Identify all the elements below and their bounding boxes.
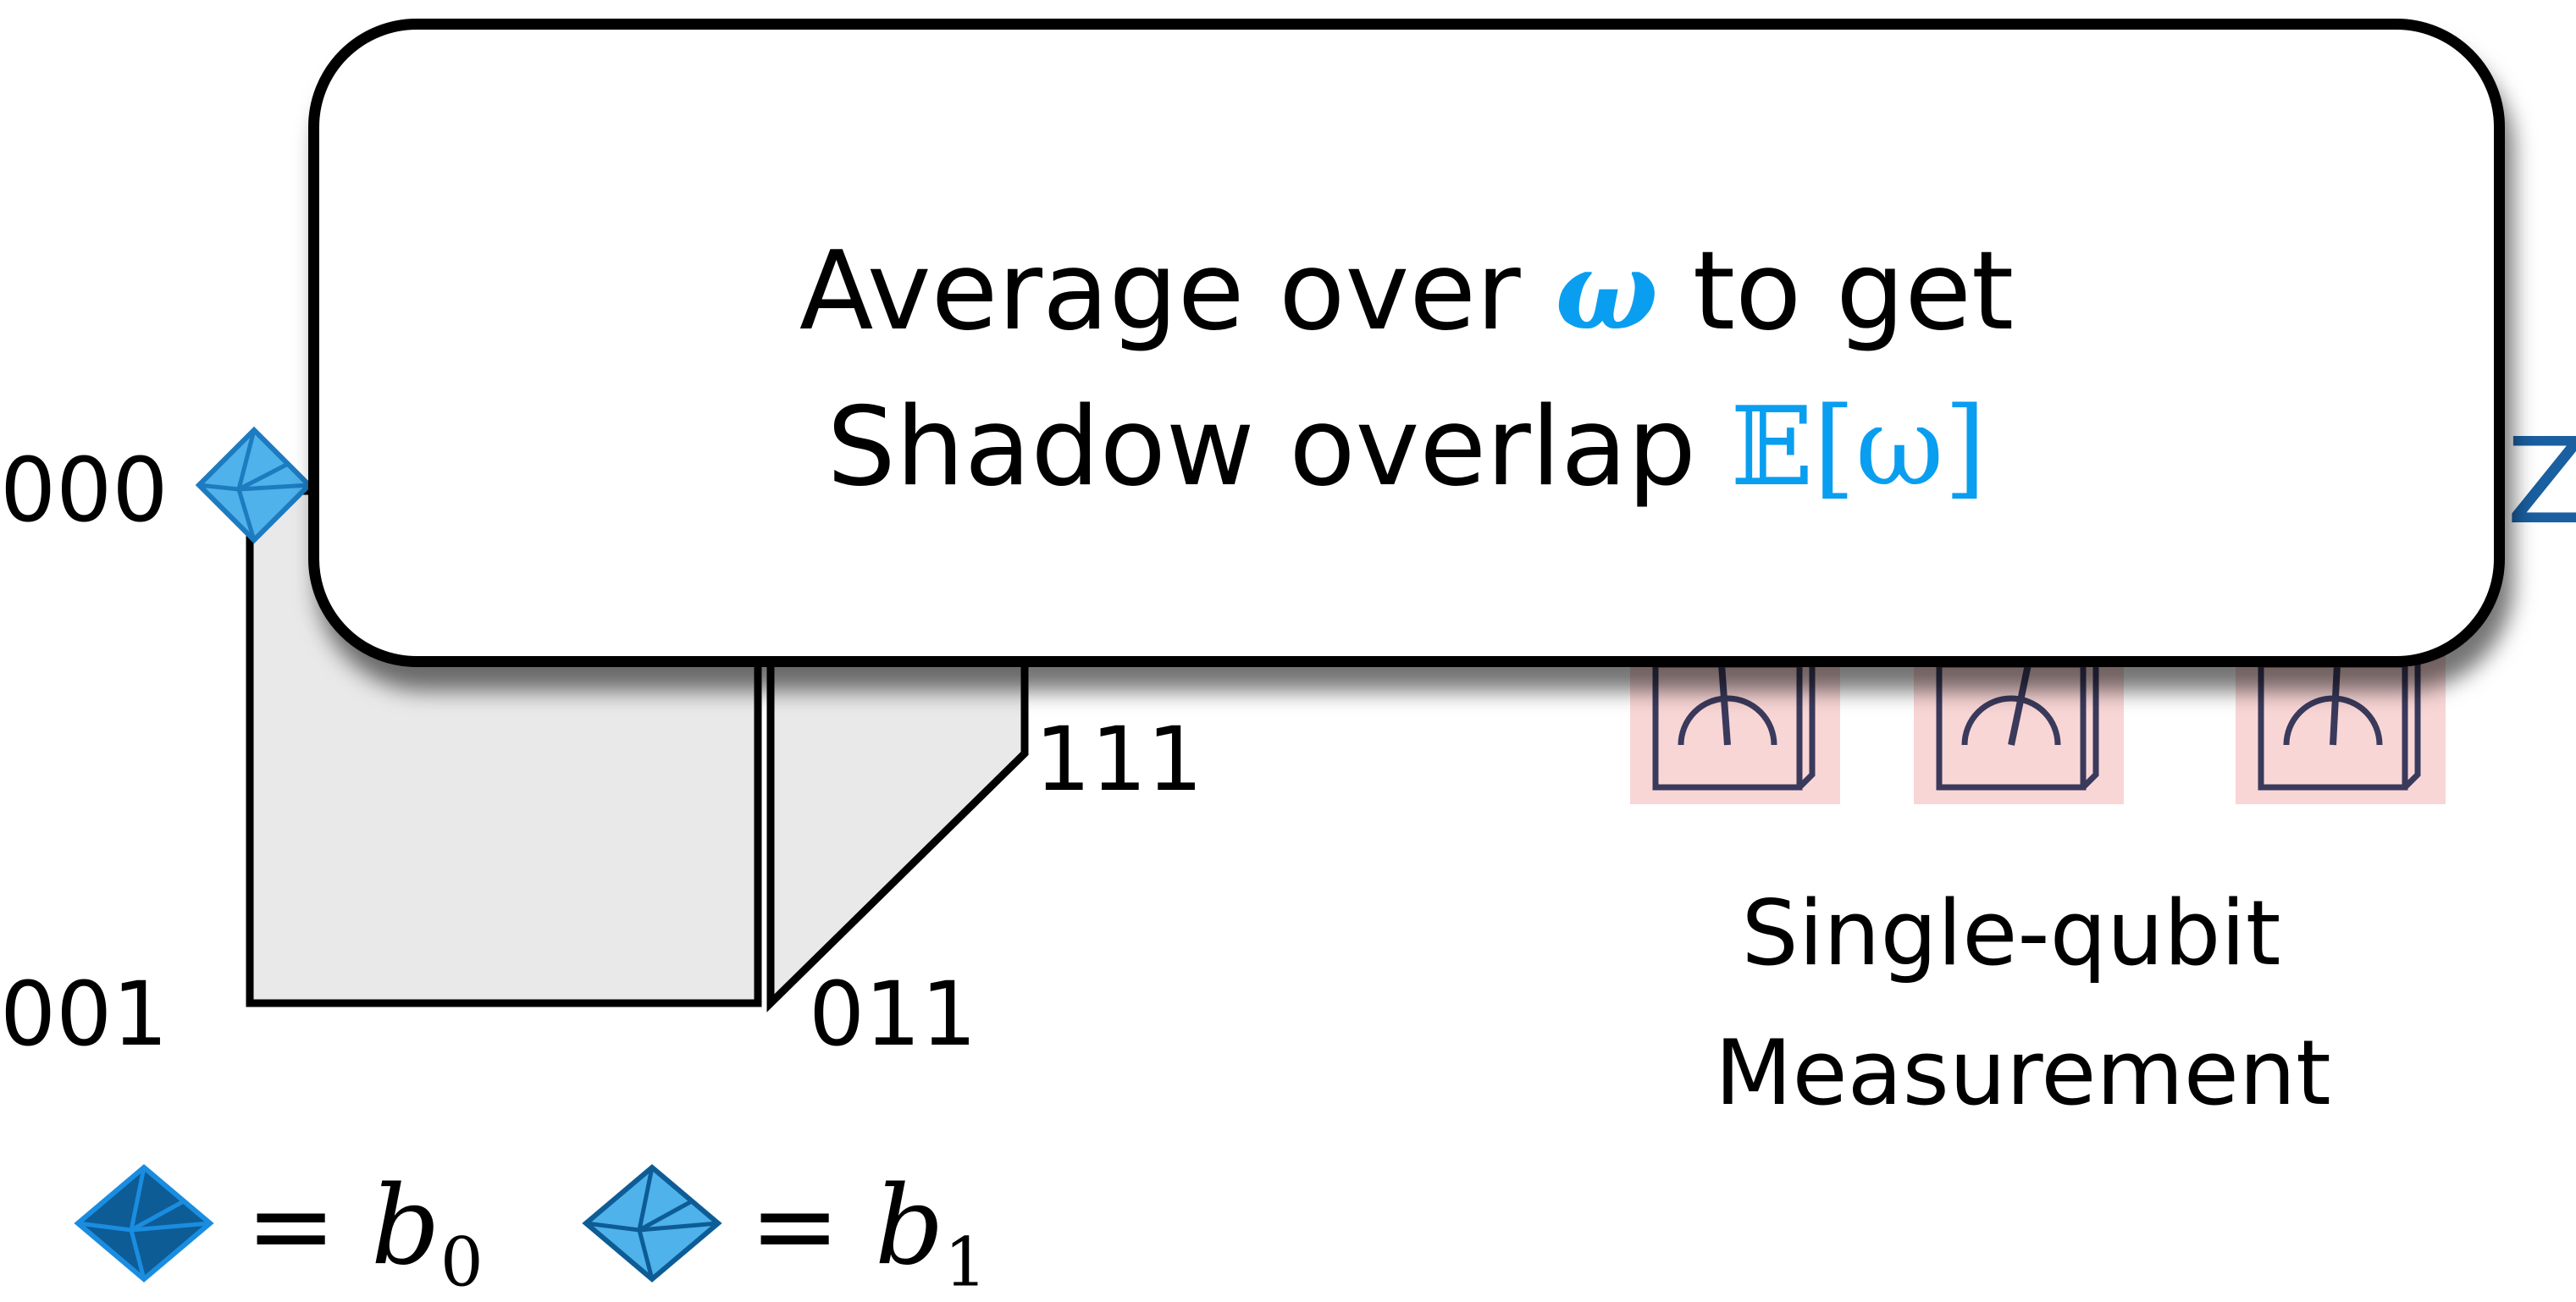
vertex-label-000: 000: [0, 439, 169, 542]
callout-line1-suffix: to get: [1658, 229, 2015, 355]
expectation-symbol: 𝔼[ω]: [1730, 384, 1987, 510]
legend-item-b1: = b1: [749, 1172, 987, 1297]
vertex-label-011: 011: [809, 963, 977, 1066]
legend-sub: 1: [943, 1222, 987, 1302]
light-blue-gem-icon: [582, 1164, 722, 1283]
omega-symbol: ω: [1555, 228, 1659, 355]
legend-var: b: [370, 1163, 440, 1289]
measurement-caption-line1: Single-qubit: [1741, 881, 2281, 985]
vertex-label-001: 001: [0, 963, 169, 1066]
callout-line-2: Shadow overlap 𝔼[ω]: [319, 394, 2494, 502]
dark-blue-gem-icon: [74, 1164, 214, 1283]
measurement-meter: [1630, 644, 1840, 804]
legend-equals: =: [749, 1163, 875, 1289]
callout-line-1: Average over ω to get: [319, 237, 2494, 346]
basis-label-z: Z: [2507, 413, 2576, 551]
vertex-label-111: 111: [1035, 708, 1203, 811]
measurement-meter: [1914, 644, 2124, 804]
callout-box: Average over ω to get Shadow overlap 𝔼[ω…: [308, 19, 2505, 667]
measurement-meter: [2236, 644, 2446, 804]
legend-item-b0: = b0: [246, 1172, 484, 1297]
legend-sub: 0: [439, 1222, 484, 1302]
callout-line2-prefix: Shadow overlap: [826, 384, 1731, 510]
callout-line1-prefix: Average over: [799, 229, 1556, 355]
light-blue-gem-icon: [195, 426, 313, 544]
measurement-caption-line2: Measurement: [1715, 1021, 2331, 1125]
legend-var: b: [874, 1163, 944, 1289]
legend-equals: =: [246, 1163, 371, 1289]
